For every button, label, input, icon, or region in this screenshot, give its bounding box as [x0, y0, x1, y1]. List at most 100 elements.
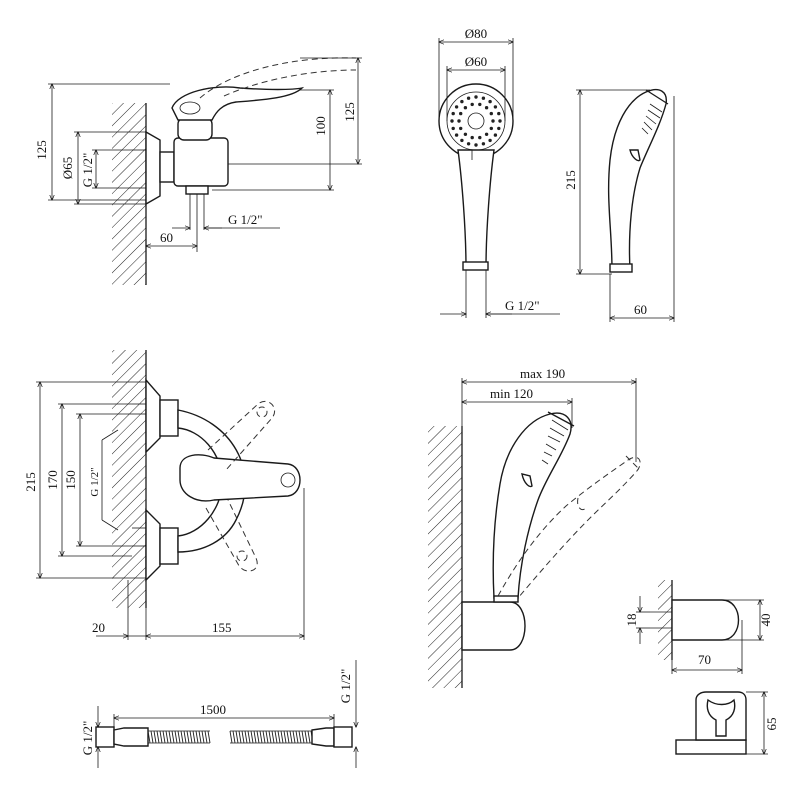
hose-coil-turn — [189, 730, 193, 744]
nozzle-hole — [459, 126, 463, 131]
nozzle-hole — [470, 102, 474, 107]
nozzle-hole — [457, 119, 461, 123]
wall-hatch — [112, 103, 146, 285]
hose-coil-turn — [207, 730, 211, 744]
hose-coil-turn — [298, 730, 302, 744]
hose-coil-turn — [295, 730, 299, 744]
hose-coil-turn — [159, 730, 163, 744]
nozzle-hole — [497, 111, 501, 116]
wall-hatch-4 — [658, 580, 672, 660]
hose-coil-turn — [277, 730, 281, 744]
hose-coil-turn — [265, 730, 269, 744]
dim-40: 40 — [758, 614, 773, 627]
hose-coil-turn — [165, 730, 169, 744]
hose-coil-turn — [232, 730, 236, 744]
hose-coil-turn — [186, 730, 190, 744]
hose-coil-turn — [259, 730, 263, 744]
nozzle-hole — [498, 119, 502, 123]
dim-diameter-80: Ø80 — [465, 26, 487, 41]
hose-coil-turn — [204, 730, 208, 744]
hose-coil-turn — [307, 730, 311, 744]
hose-coil-turn — [283, 730, 287, 744]
hose-coil-turn — [289, 730, 293, 744]
nozzle-hole — [489, 111, 493, 116]
hose-coil-turn — [253, 730, 257, 744]
hose-coil-turn — [292, 730, 296, 744]
nozzle-hole — [474, 143, 478, 147]
nozzle-hole — [454, 105, 459, 109]
hose-coil-turn — [192, 730, 196, 744]
hose-coil-turn — [301, 730, 305, 744]
hose-coil-right — [229, 730, 314, 744]
hose-coil-turn — [244, 730, 248, 744]
nozzle-hole — [454, 133, 459, 137]
nozzle-hole — [470, 135, 474, 140]
nozzle-hole — [491, 119, 495, 123]
hose-coil-turn — [177, 730, 181, 744]
hose-coil-turn — [183, 730, 187, 744]
hose-coil-turn — [268, 730, 272, 744]
nozzle-hole — [493, 105, 498, 109]
dim-170: 170 — [45, 470, 60, 490]
wall-hatch-3 — [428, 426, 462, 688]
nozzle-hole — [451, 111, 455, 116]
hose-coil-turn — [195, 730, 199, 744]
nozzle-pattern — [450, 95, 502, 147]
nozzle-hole — [488, 99, 492, 104]
hose-coil-turn — [238, 730, 242, 744]
nozzle-hole — [484, 132, 489, 136]
dim-diameter-60: Ø60 — [465, 54, 487, 69]
dim-60-offset: 60 — [160, 230, 173, 245]
hose-coil-turn — [241, 730, 245, 744]
nozzle-hole — [459, 111, 463, 116]
nozzle-hole — [463, 132, 468, 136]
dim-125-right: 125 — [342, 102, 357, 122]
hose-coil-turn — [247, 730, 251, 744]
nozzle-teeth — [641, 103, 663, 135]
holder-reach-view: max 190 min 120 — [428, 366, 641, 688]
dim-100: 100 — [313, 116, 328, 136]
hose-coil-turn — [256, 730, 260, 744]
hose-coil-turn — [262, 730, 266, 744]
nozzle-hole — [493, 133, 498, 137]
dim-inlet-thread: G 1/2" — [80, 153, 95, 188]
hose-coil-turn — [156, 730, 160, 744]
dim-70: 70 — [698, 652, 711, 667]
dim-hose-thread-left: G 1/2" — [80, 721, 95, 756]
hose-coil-turn — [235, 730, 239, 744]
bracket-side-view: 18 40 70 — [624, 580, 773, 674]
wall-hatch-2 — [112, 350, 146, 608]
hose-coil-turn — [198, 730, 202, 744]
dim-20: 20 — [92, 620, 105, 635]
dim-155: 155 — [212, 620, 232, 635]
nozzle-hole — [460, 138, 464, 143]
nozzle-hole — [451, 126, 455, 131]
nozzle-hole — [466, 96, 471, 100]
dim-215-faucet: 215 — [23, 472, 38, 492]
dim-1500: 1500 — [200, 702, 226, 717]
nozzle-hole — [481, 96, 486, 100]
shower-head-front-view: G 1/2" Ø80 Ø60 — [438, 26, 560, 318]
dim-shower-thread: G 1/2" — [505, 298, 540, 313]
faucet-front-view: 215 170 150 G 1/2" 20 155 — [23, 350, 304, 640]
nozzle-hole — [478, 102, 482, 107]
nozzle-hole — [463, 106, 468, 110]
nozzle-hole — [497, 126, 501, 131]
dim-outlet-thread: G 1/2" — [228, 212, 263, 227]
shower-head-side-view: 215 60 — [563, 88, 674, 322]
hose-coil-turn — [229, 730, 233, 744]
hose-coil-turn — [168, 730, 172, 744]
dim-125-left: 125 — [34, 140, 49, 160]
nozzle-hole — [466, 142, 471, 146]
nozzle-hole — [484, 106, 489, 110]
nozzle-hole — [450, 119, 454, 123]
hose-coil-turn — [304, 730, 308, 744]
hose-coil-turn — [150, 730, 154, 744]
dim-60-shower: 60 — [634, 302, 647, 317]
hose-coil-turn — [280, 730, 284, 744]
hose-coil-turn — [180, 730, 184, 744]
hose-coil-turn — [153, 730, 157, 744]
hose-coil-left — [147, 730, 211, 744]
dim-215-shower: 215 — [563, 170, 578, 190]
